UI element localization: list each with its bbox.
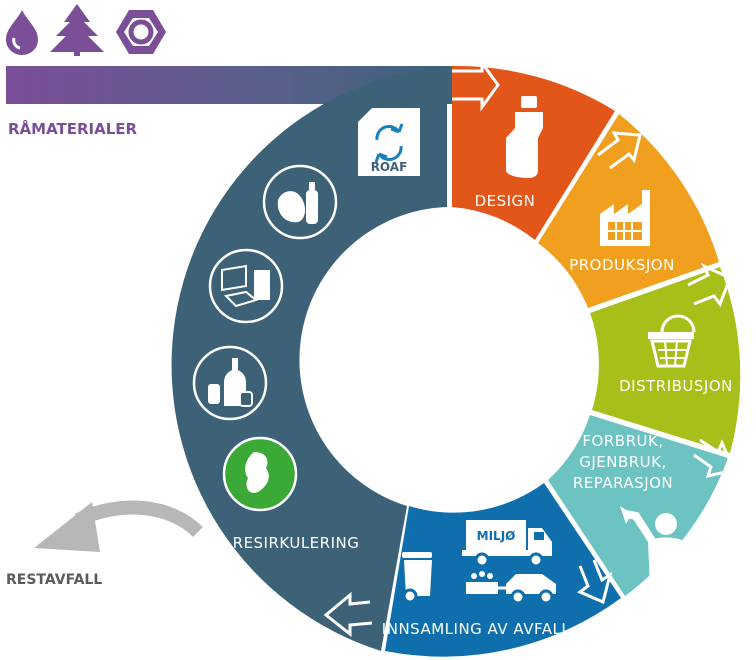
roaf-logo: ROAF xyxy=(358,108,420,176)
car-with-trailer-icon xyxy=(466,571,556,605)
shopping-basket-icon xyxy=(648,314,696,368)
consumption-to-collection-arrow xyxy=(577,559,613,605)
distribution-label: DISTRIBUSJON xyxy=(619,377,733,395)
glass-and-metal-icon xyxy=(192,345,268,421)
roaf-logo-text: ROAF xyxy=(371,160,408,174)
truck-text: MILJØ xyxy=(477,529,516,543)
collection-segment xyxy=(385,483,621,657)
production-to-distribution-arrow xyxy=(687,262,732,308)
garbage-truck-icon: MILJØ xyxy=(462,520,552,568)
paper-and-cardboard-icon xyxy=(208,248,284,324)
collection-label: INNSAMLING AV AVFALL xyxy=(382,620,571,638)
consumption-label-line1: FORBRUK, xyxy=(582,432,663,450)
collection-to-recycling-arrow xyxy=(323,591,373,638)
bottle-icon xyxy=(506,96,543,178)
consumption-label-line3: REPARASJON xyxy=(573,474,673,492)
tree-icon xyxy=(50,4,104,56)
raw-to-design-arrow xyxy=(452,58,500,112)
waste-bin-icon xyxy=(402,552,432,604)
raw-materials-label: RÅMATERIALER xyxy=(8,119,138,138)
distribution-to-consumption-arrow xyxy=(693,438,737,479)
water-drop-icon xyxy=(6,10,38,55)
production-label: PRODUKSJON xyxy=(569,256,675,274)
recycle-arrows-icon xyxy=(374,123,404,163)
design-label: DESIGN xyxy=(475,192,536,210)
residual-waste-label: RESTAVFALL xyxy=(6,572,102,588)
consumption-label-line2: GJENBRUK, xyxy=(579,453,667,471)
bags-and-bottle-icon xyxy=(262,164,338,240)
hex-nut-icon xyxy=(116,10,166,54)
repair-person-icon xyxy=(620,506,684,588)
recycling-label: RESIRKULERING xyxy=(233,534,360,552)
production-segment xyxy=(538,114,719,308)
distribution-segment xyxy=(590,267,741,453)
factory-icon xyxy=(600,190,650,246)
center-hole xyxy=(312,220,592,500)
food-waste-icon xyxy=(222,436,298,512)
residual-waste-arrow xyxy=(34,500,203,552)
design-to-production-arrow xyxy=(597,131,642,170)
consumption-segment xyxy=(548,415,728,596)
